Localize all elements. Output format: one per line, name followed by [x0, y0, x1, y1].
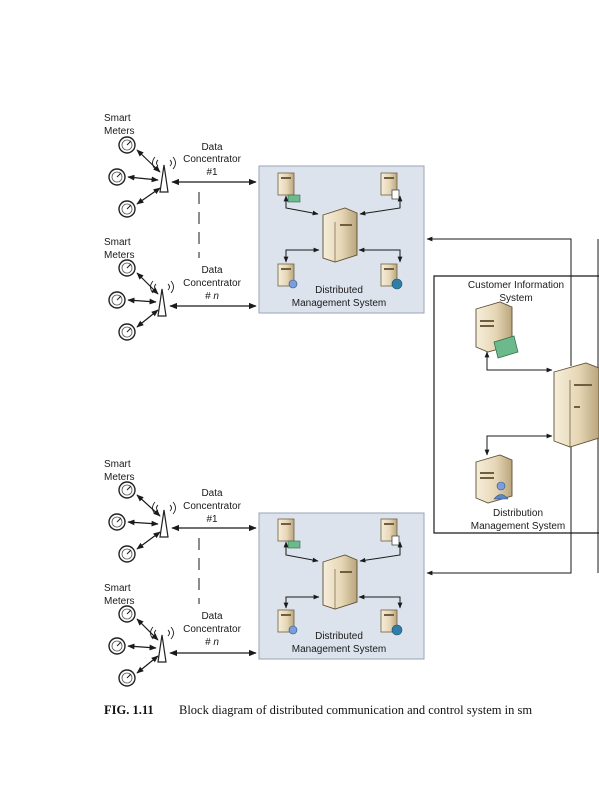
mainframe-icon — [322, 554, 358, 610]
server-icon — [277, 263, 298, 289]
meter-icon — [108, 513, 126, 531]
dms-label-line2: Management System — [292, 298, 387, 309]
data-concentrator-id: # n — [205, 291, 219, 302]
antenna-tower-icon — [152, 156, 176, 193]
cis-label-line1: Customer Information — [468, 280, 564, 291]
smart-meters-label-line2: Meters — [104, 596, 135, 607]
data-concentrator-label-line1: Data — [201, 611, 223, 622]
region-top: Smart Meters Data Concentrator #1 Smart … — [104, 113, 425, 341]
dms-label-line2: Management System — [292, 644, 387, 655]
meter-icon — [118, 136, 136, 154]
data-concentrator-label-line2: Concentrator — [183, 624, 241, 635]
figure-caption-text: Block diagram of distributed communicati… — [179, 703, 532, 717]
antenna-tower-icon — [150, 626, 174, 663]
figure-caption: FIG. 1.11 Block diagram of distributed c… — [104, 703, 532, 717]
distribution-label-line1: Distribution — [493, 508, 543, 519]
smart-meters-label-line1: Smart — [104, 459, 131, 470]
server-icon — [380, 609, 403, 636]
data-concentrator-label-line2: Concentrator — [183, 154, 241, 165]
server-icon — [380, 263, 403, 290]
smart-meters-label-line2: Meters — [104, 250, 135, 261]
distribution-server-icon — [475, 454, 513, 504]
data-concentrator-label-line1: Data — [201, 488, 223, 499]
meter-group-1: Smart Meters Data Concentrator #1 — [104, 459, 257, 563]
meter-icon — [118, 545, 136, 563]
server-icon — [380, 518, 400, 546]
dms-label-line1: Distributed — [315, 631, 363, 642]
meter-icon — [118, 323, 136, 341]
data-concentrator-label-line1: Data — [201, 142, 223, 153]
meter-icon — [118, 200, 136, 218]
distributed-management-panel: Distributed Management System — [258, 512, 425, 660]
meter-icon — [108, 168, 126, 186]
antenna-tower-icon — [152, 501, 176, 538]
mainframe-icon — [322, 207, 358, 263]
smart-meters-label-line2: Meters — [104, 472, 135, 483]
meter-icon — [108, 637, 126, 655]
distributed-management-panel: Distributed Management System — [258, 165, 425, 314]
meter-icon — [118, 605, 136, 623]
cis-label-line2: System — [499, 293, 532, 304]
figure-number: FIG. 1.11 — [104, 703, 154, 717]
meter-group-n: Smart Meters Data Concentrator # n — [104, 583, 257, 687]
meter-icon — [118, 481, 136, 499]
smart-meters-label-line2: Meters — [104, 126, 135, 137]
data-concentrator-label-line2: Concentrator — [183, 278, 241, 289]
data-concentrator-label-line1: Data — [201, 265, 223, 276]
data-concentrator-id: #1 — [206, 167, 218, 178]
smart-meters-label-line1: Smart — [104, 237, 131, 248]
meter-icon — [118, 669, 136, 687]
customer-information-server-icon — [475, 301, 519, 359]
smart-meters-label-line1: Smart — [104, 583, 131, 594]
distribution-label-line2: Management System — [471, 521, 566, 532]
dms-label-line1: Distributed — [315, 285, 363, 296]
server-icon — [380, 172, 400, 200]
antenna-tower-icon — [150, 280, 174, 317]
meter-icon — [118, 259, 136, 277]
meter-group-n: Smart Meters Data Concentrator # n — [104, 237, 257, 341]
central-mainframe-icon — [553, 362, 599, 448]
meter-group-1: Smart Meters Data Concentrator #1 — [104, 113, 257, 218]
data-concentrator-label-line2: Concentrator — [183, 501, 241, 512]
data-concentrator-id: # n — [205, 637, 219, 648]
server-icon — [277, 609, 298, 635]
meter-icon — [108, 291, 126, 309]
central-control-region: Customer Information System Distribution… — [426, 236, 599, 576]
data-concentrator-id: #1 — [206, 514, 218, 525]
smart-meters-label-line1: Smart — [104, 113, 131, 124]
region-bottom: Smart Meters Data Concentrator #1 Smart … — [104, 459, 425, 687]
